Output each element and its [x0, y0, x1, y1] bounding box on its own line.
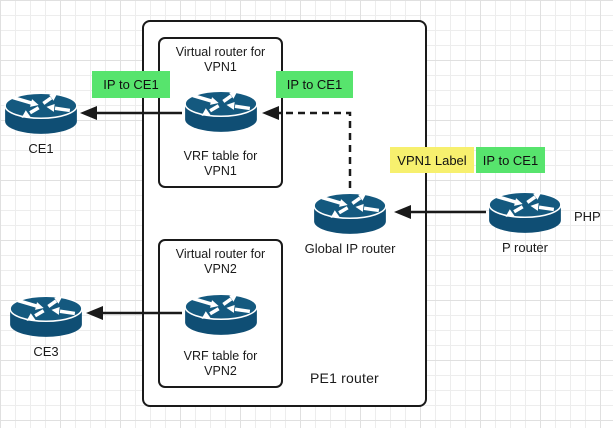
pe1-router-label: PE1 router: [310, 370, 379, 386]
vpn1-box-title: Virtual router for VPN1: [160, 45, 281, 75]
vpn1-label-chip[interactable]: VPN1 Label: [390, 147, 474, 173]
vpn1-vrf-line1: VRF table for: [183, 149, 258, 163]
vpn1-title-line1: Virtual router for: [175, 45, 266, 59]
arrowhead-to-ce3: [86, 306, 103, 320]
ce1-router-label: CE1: [28, 141, 54, 156]
ce1-router[interactable]: CE1: [2, 87, 80, 156]
global-ip-router[interactable]: Global IP router: [305, 187, 395, 256]
vpn1-router[interactable]: [182, 85, 260, 135]
p-router[interactable]: P router: [486, 186, 564, 255]
router-icon: [3, 91, 79, 136]
vpn2-vrf-caption: VRF table for VPN2: [160, 349, 281, 379]
router-icon: [487, 190, 563, 235]
vpn1-vrf-line2: VPN1: [204, 164, 237, 178]
vpn1-title-line2: VPN1: [204, 60, 237, 74]
ip-to-ce1-label-left[interactable]: IP to CE1: [92, 71, 170, 98]
vpn2-title-line1: Virtual router for: [175, 247, 266, 261]
vpn2-vrf-line1: VRF table for: [183, 349, 258, 363]
ip-to-ce1-label-mid[interactable]: IP to CE1: [276, 71, 353, 98]
vpn2-title-line2: VPN2: [204, 262, 237, 276]
ip-to-ce1-label-right[interactable]: IP to CE1: [476, 147, 545, 173]
router-icon: [183, 89, 259, 134]
global-ip-router-label: Global IP router: [304, 241, 396, 256]
php-tag: PHP: [574, 209, 601, 224]
vpn2-vrf-line2: VPN2: [204, 364, 237, 378]
ce3-router-label: CE3: [33, 344, 59, 359]
vpn1-vrf-caption: VRF table for VPN1: [160, 149, 281, 179]
arrowhead-to-ce1: [80, 106, 97, 120]
p-router-label: P router: [501, 240, 548, 255]
vpn2-box-title: Virtual router for VPN2: [160, 247, 281, 277]
ce3-router[interactable]: CE3: [7, 290, 85, 359]
router-icon: [312, 191, 388, 236]
router-icon: [8, 294, 84, 339]
vpn2-router[interactable]: [182, 288, 260, 338]
router-icon: [183, 292, 259, 337]
